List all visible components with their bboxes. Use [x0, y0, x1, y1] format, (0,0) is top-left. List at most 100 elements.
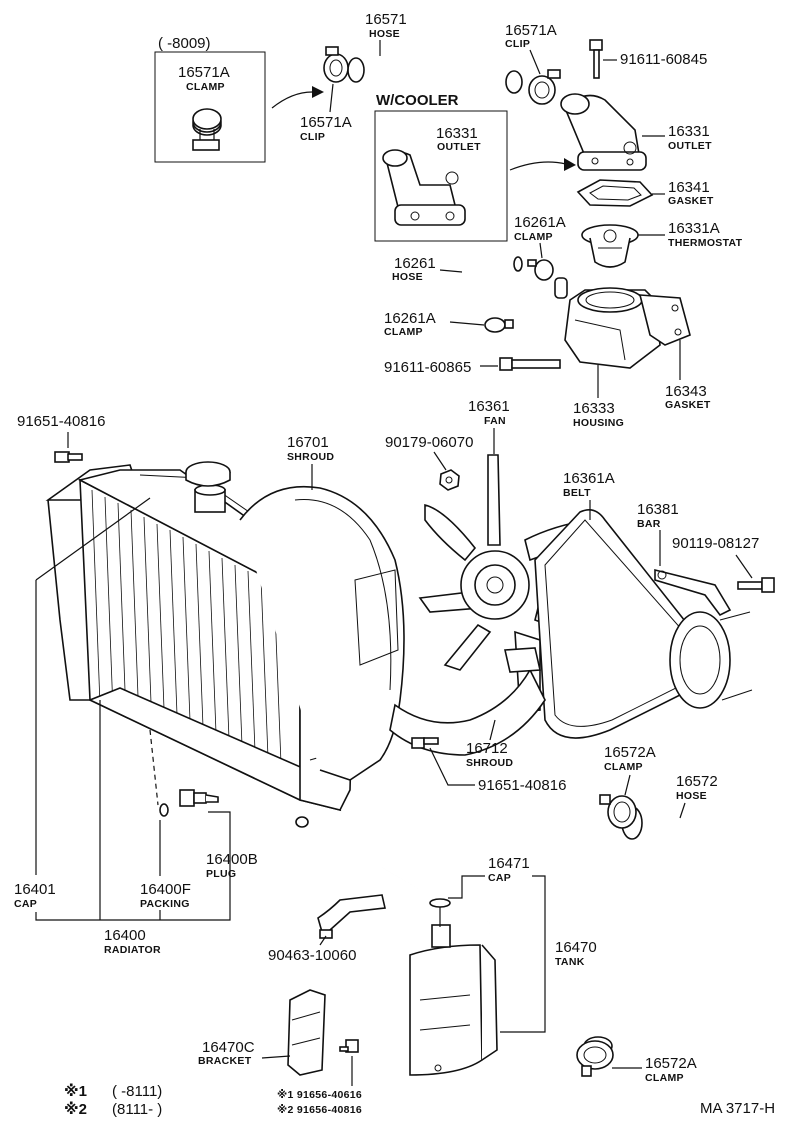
footnote-2-range: (8111- ) — [112, 1101, 162, 1118]
label-16701: 16701 — [287, 434, 329, 451]
adjusting-bar-part — [654, 568, 732, 617]
reserve-tank-part — [409, 898, 498, 1076]
label-90119-08127: 90119-08127 — [672, 535, 759, 552]
label-16571a-r: 16571A — [505, 22, 557, 39]
label-16401: 16401 — [14, 881, 56, 898]
label-16471: 16471 — [488, 855, 530, 872]
water-outlet-icon — [382, 149, 466, 226]
bypass-hose-part — [459, 256, 523, 323]
label-16261a-up-name: CLAMP — [514, 231, 553, 243]
label-16471-name: CAP — [488, 872, 511, 884]
label-16400b: 16400B — [206, 851, 258, 868]
label-16571: 16571 — [365, 11, 407, 28]
note-bolt-2: ※2 91656-40816 — [277, 1104, 362, 1116]
footnote-1-mark: ※1 — [64, 1082, 87, 1100]
water-housing-part — [554, 277, 661, 369]
label-90179-06070: 90179-06070 — [385, 434, 473, 451]
label-16400b-name: PLUG — [206, 868, 236, 880]
inset-clamp-box: ( -8009) 16571A CLAMP — [154, 35, 266, 163]
label-16572a-lo-name: CLAMP — [645, 1072, 684, 1084]
label-16400f: 16400F — [140, 881, 191, 898]
inset-part-name: CLAMP — [186, 81, 225, 93]
label-16571a-l: 16571A — [300, 114, 352, 131]
housing-gasket-part — [638, 294, 691, 346]
label-16261a-lo: 16261A — [384, 310, 436, 327]
label-16400f-name: PACKING — [140, 898, 190, 910]
figure-code: MA 3717-H — [700, 1100, 775, 1117]
bolt-bar-icon — [737, 577, 775, 593]
label-16361: 16361 — [468, 398, 510, 415]
label-16470-name: TANK — [555, 956, 585, 968]
label-16261: 16261 — [394, 255, 436, 272]
label-90463-10060: 90463-10060 — [268, 947, 356, 964]
upper-hose-part — [343, 50, 527, 94]
label-16361a-name: BELT — [563, 487, 591, 499]
label-16571a-r-name: CLIP — [505, 38, 530, 50]
label-16712: 16712 — [466, 740, 508, 757]
label-91651-mid: 91651-40816 — [478, 777, 566, 794]
pulley-part — [669, 611, 753, 709]
label-16261-name: HOSE — [392, 271, 423, 283]
inset-cooler-title: W/COOLER — [376, 92, 459, 109]
label-16261a-up: 16261A — [514, 214, 566, 231]
label-16470: 16470 — [555, 939, 597, 956]
thermostat-part — [581, 224, 639, 268]
label-16401-name: CAP — [14, 898, 37, 910]
bolt-housing-icon — [499, 357, 561, 371]
label-16343-name: GASKET — [665, 399, 711, 411]
label-16343: 16343 — [665, 383, 707, 400]
label-16261a-lo-name: CLAMP — [384, 326, 423, 338]
clamp-hose-upper-icon — [599, 794, 637, 829]
label-16470c: 16470C — [202, 1039, 255, 1056]
label-16331a: 16331A — [668, 220, 720, 237]
label-16361-name: FAN — [484, 415, 506, 427]
arrow-icon-2 — [509, 158, 576, 171]
label-16572a-lo: 16572A — [645, 1055, 697, 1072]
label-16381-name: BAR — [637, 518, 661, 530]
label-16572-name: HOSE — [676, 790, 707, 802]
gasket-part — [576, 179, 654, 207]
arrow-icon — [271, 86, 324, 109]
bracket-bolt-icon — [339, 1039, 359, 1053]
label-16400: 16400 — [104, 927, 146, 944]
label-91611-60865: 91611-60865 — [384, 359, 471, 376]
drain-plug-icon — [179, 789, 219, 807]
lower-hose-part — [583, 801, 764, 1065]
inset-range: ( -8009) — [158, 35, 211, 52]
note-bolt-1: ※1 91656-40616 — [277, 1089, 362, 1101]
label-16572a-up-name: CLAMP — [604, 761, 643, 773]
label-16712-name: SHROUD — [466, 757, 513, 769]
label-16572a-up: 16572A — [604, 744, 656, 761]
inset-cooler-box: W/COOLER 16331 OUTLET — [374, 92, 508, 242]
label-91651-top: 91651-40816 — [17, 413, 105, 430]
label-91611-60845: 91611-60845 — [620, 51, 707, 68]
label-16571-name: HOSE — [369, 28, 400, 40]
label-16400-name: RADIATOR — [104, 944, 161, 956]
inset-part-number: 16571A — [178, 64, 230, 81]
tank-bracket-part — [287, 989, 326, 1076]
inset-cooler-name: OUTLET — [437, 141, 481, 153]
clip-right-icon — [528, 69, 561, 105]
label-16333-name: HOUSING — [573, 417, 624, 429]
label-16333: 16333 — [573, 400, 615, 417]
clamp-lower-icon — [484, 317, 514, 333]
label-16470c-name: BRACKET — [198, 1055, 252, 1067]
shroud-lower-part — [389, 647, 546, 756]
label-16341-name: GASKET — [668, 195, 714, 207]
label-16361a: 16361A — [563, 470, 615, 487]
bolt-mid-icon — [411, 737, 439, 749]
label-16331-name: OUTLET — [668, 140, 712, 152]
packing-icon — [159, 803, 169, 817]
footnote-1-range: ( -8111) — [112, 1083, 162, 1100]
water-outlet-part — [560, 93, 647, 171]
clamp-upper-icon — [527, 259, 554, 281]
label-16572: 16572 — [676, 773, 718, 790]
bolt-top-left-icon — [54, 451, 83, 463]
label-16331: 16331 — [668, 123, 710, 140]
label-16381: 16381 — [637, 501, 679, 518]
label-16571a-l-name: CLIP — [300, 131, 325, 143]
spring-clamp-icon — [192, 108, 222, 151]
label-16331a-name: THERMOSTAT — [668, 237, 743, 249]
inset-cooler-number: 16331 — [436, 125, 478, 142]
